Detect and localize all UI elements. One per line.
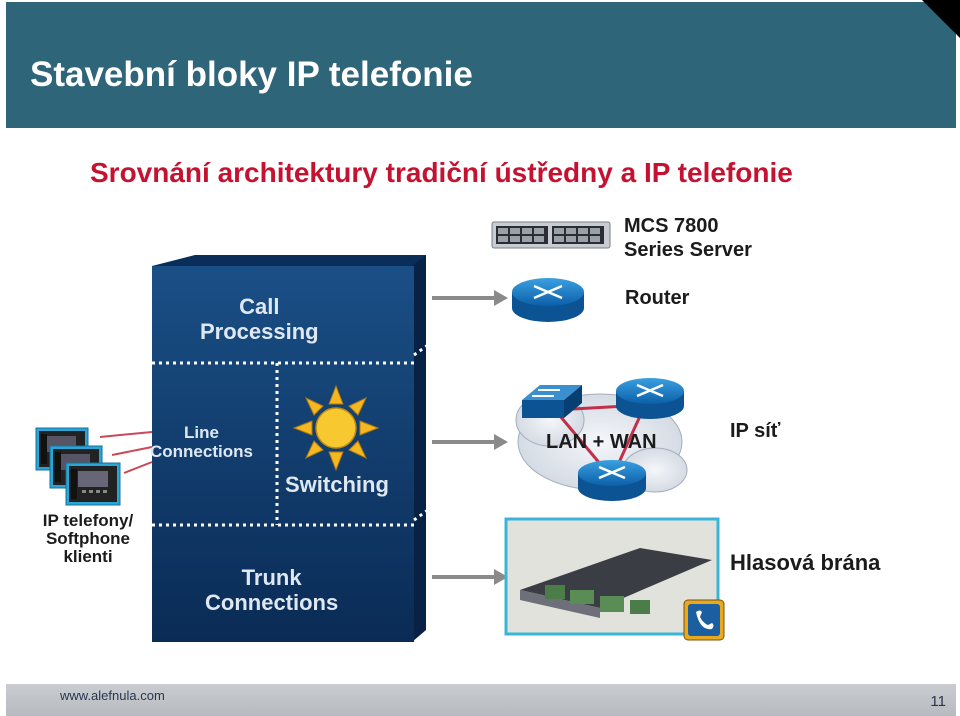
gateway-device-image xyxy=(504,517,720,636)
server-icon xyxy=(491,221,611,249)
ip-phones-label: IP telefony/ Softphone klienti xyxy=(42,511,134,566)
call-processing-label: Call Processing xyxy=(200,294,319,344)
network-cloud-icon xyxy=(515,378,688,501)
page-number: 11 xyxy=(930,693,946,710)
router-label: Router xyxy=(625,287,690,309)
switch-icon xyxy=(522,385,582,418)
ip-network-label: IP síť xyxy=(730,420,781,442)
slide-subtitle: Srovnání architektury tradiční ústředny … xyxy=(90,157,793,188)
slide-title: Stavební bloky IP telefonie xyxy=(30,55,473,94)
sun-icon xyxy=(292,384,380,472)
switching-label: Switching xyxy=(285,472,389,497)
gateway-label: Hlasová brána xyxy=(730,550,881,575)
router-icon xyxy=(512,278,584,322)
footer-url[interactable]: www.alefnula.com xyxy=(60,688,165,703)
line-connections-label: Line Connections xyxy=(150,423,253,461)
arrows xyxy=(432,290,508,585)
voice-gateway-icon xyxy=(683,599,725,641)
server-label: MCS 7800 Series Server xyxy=(624,215,752,261)
phone-lines xyxy=(99,431,153,474)
footer-bar xyxy=(6,684,956,716)
ip-phones-icon xyxy=(35,427,121,506)
header-bar xyxy=(6,2,956,128)
pbx-block xyxy=(152,255,429,642)
lan-wan-label: LAN + WAN xyxy=(546,431,657,453)
trunk-connections-label: Trunk Connections xyxy=(205,565,339,615)
corner-triangle xyxy=(922,0,960,38)
